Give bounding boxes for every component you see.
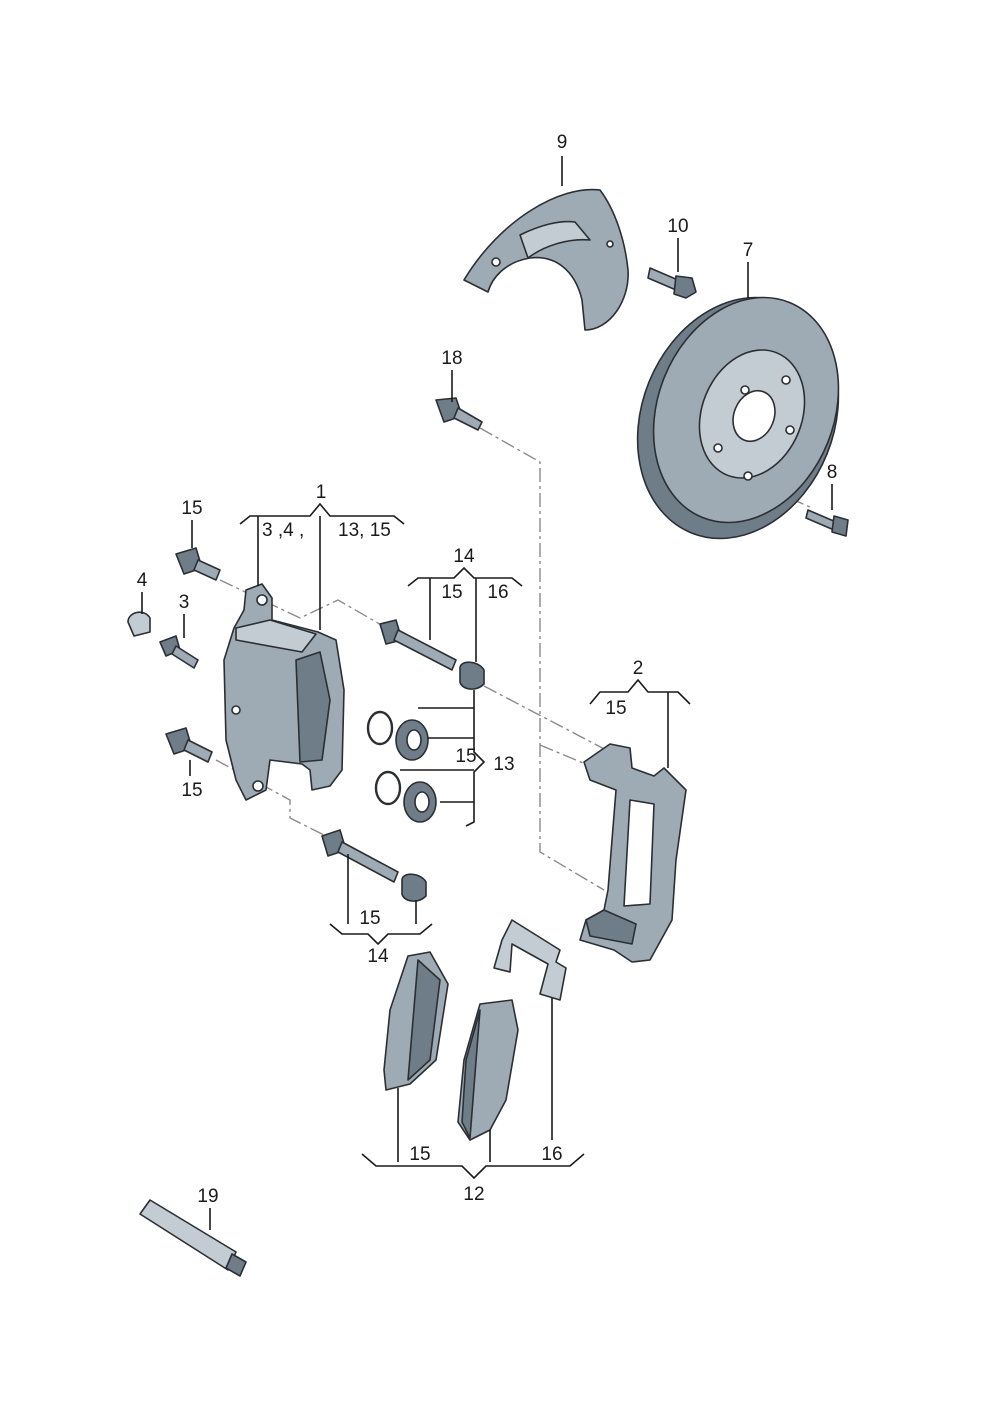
anti-rattle-spring-part	[493, 919, 567, 1001]
screw-8-part	[805, 509, 849, 537]
label-3: 3	[179, 592, 190, 613]
leader-lines	[141, 156, 833, 1230]
caliper-housing-part	[223, 583, 345, 801]
label-15-upper: 15	[181, 498, 202, 519]
bolt-18-part	[435, 397, 483, 431]
brake-pad-inner-part	[457, 999, 519, 1141]
label-19: 19	[197, 1186, 218, 1207]
label-8: 8	[827, 462, 838, 483]
label-14-top-sub-b: 16	[487, 582, 508, 603]
bleed-screw-3-part	[159, 635, 199, 669]
label-13-sub: 15	[455, 746, 476, 767]
caliper-carrier-part	[579, 743, 687, 963]
brake-disc-part	[636, 296, 840, 540]
label-14-top: 14	[453, 546, 475, 567]
label-12-sub-a: 15	[409, 1144, 430, 1165]
label-14-bottom-sub: 15	[359, 908, 380, 929]
grease-tube-part	[139, 1199, 247, 1277]
label-2: 2	[633, 658, 644, 679]
label-14-top-sub-a: 15	[441, 582, 462, 603]
label-10: 10	[667, 216, 688, 237]
cap-4-part	[127, 611, 151, 637]
label-4: 4	[137, 570, 148, 591]
label-1-sub-b: 13, 15	[338, 520, 391, 541]
splash-shield-part	[463, 188, 629, 331]
label-1-sub-a: 3 ,4 ,	[262, 520, 304, 541]
label-15-lower: 15	[181, 780, 202, 801]
label-2-sub: 15	[605, 698, 626, 719]
brake-pad-outer-part	[383, 951, 449, 1091]
part-labels: 9 10 7 18 8 1 3 ,4 , 13, 15 15 4 3 14 15…	[137, 132, 838, 1207]
guide-bushing-upper-part	[459, 661, 485, 690]
label-12: 12	[463, 1184, 484, 1205]
guide-pin-lower-part	[321, 829, 399, 883]
bolt-15-upper-part	[175, 547, 221, 581]
label-14-bottom: 14	[367, 946, 389, 967]
label-9: 9	[557, 132, 568, 153]
guide-bushing-lower-part	[401, 873, 427, 902]
bolt-10-part	[647, 267, 697, 299]
label-13: 13	[493, 754, 514, 775]
label-12-sub-b: 16	[541, 1144, 562, 1165]
label-18: 18	[441, 348, 462, 369]
bolt-15-lower-part	[165, 727, 213, 763]
label-7: 7	[743, 240, 754, 261]
guide-pin-upper-part	[379, 619, 457, 671]
label-1: 1	[316, 482, 327, 503]
piston-seal-set-part	[366, 710, 437, 823]
